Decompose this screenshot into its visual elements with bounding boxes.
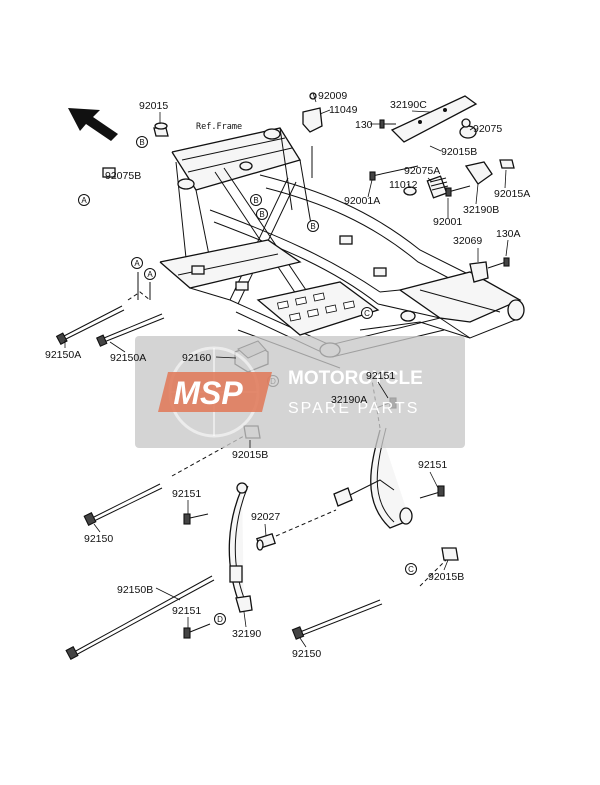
svg-text:A: A: [81, 196, 87, 205]
leader-92150A: [127, 272, 151, 301]
nut-92015B-low: [441, 547, 459, 561]
bolt-92151-right: [419, 485, 445, 499]
part-label: 92075B: [105, 170, 141, 182]
collar-92075: [459, 118, 477, 139]
collar-92027: [256, 509, 337, 551]
callout-a-1: A: [131, 257, 143, 269]
part-label: 92001: [433, 216, 462, 228]
svg-text:B: B: [310, 222, 315, 231]
part-label: 92160: [182, 352, 211, 364]
part-label: 92150A: [45, 349, 81, 361]
bolt-92150A-left: [55, 305, 125, 346]
part-label: 92150: [292, 648, 321, 660]
part-label: 92151: [172, 605, 201, 617]
part-label: 92151: [366, 370, 395, 382]
bracket-32069: [469, 257, 510, 283]
part-label: 92150: [84, 533, 113, 545]
part-label: 130: [355, 119, 373, 131]
bolt-92150B: [65, 575, 215, 661]
bolt-92150-left: [83, 435, 245, 526]
part-label: 92151: [172, 488, 201, 500]
ref-frame-label: Ref.Frame: [196, 122, 242, 132]
part-label: 11049: [329, 104, 358, 116]
watermark-logo: MSP: [173, 375, 243, 411]
svg-text:B: B: [253, 196, 258, 205]
part-label: 92075A: [404, 165, 440, 177]
svg-text:B: B: [259, 210, 264, 219]
svg-text:A: A: [134, 259, 140, 268]
watermark-brand-line1: MOTORCYCLE: [288, 368, 423, 389]
callout-d-low: D: [214, 613, 226, 625]
part-label: 32190C: [390, 99, 427, 111]
bolt-130: [379, 119, 396, 129]
part-label: 92015B: [441, 146, 477, 158]
part-label: 92027: [251, 511, 280, 523]
part-label: 92015: [139, 100, 168, 112]
cap-92075B: [102, 167, 116, 178]
part-label: 92150A: [110, 352, 146, 364]
upper-bracket-32190C: [390, 95, 478, 143]
bolt-92001: [445, 185, 471, 197]
part-label: 92015B: [232, 449, 268, 461]
bolt-92151-low: [183, 623, 211, 639]
nut-92015A: [499, 159, 515, 169]
part-label: 92001A: [344, 195, 380, 207]
part-label: 92009: [318, 90, 347, 102]
part-label: 32190A: [331, 394, 367, 406]
callout-c-low: C: [405, 563, 417, 575]
watermark-brand-line2: SPARE PARTS: [288, 400, 419, 417]
watermark: MSP MOTORCYCLE SPARE PARTS: [135, 336, 465, 448]
callout-a-2: A: [144, 268, 156, 280]
callout-b-frame-1: B: [250, 194, 262, 206]
part-label: 11012: [389, 179, 418, 191]
part-label: 32190: [232, 628, 261, 640]
guard-32190: [228, 482, 253, 613]
main-frame: [159, 127, 525, 369]
bolt-92150A-right: [95, 313, 165, 347]
bolt-92150-low: [291, 559, 447, 640]
part-label: 92150B: [117, 584, 153, 596]
svg-text:C: C: [408, 565, 414, 574]
washer-92075A: [403, 186, 417, 196]
direction-arrow-icon: [68, 108, 118, 141]
nut-92015: [153, 122, 169, 137]
svg-text:C: C: [364, 309, 370, 318]
part-label: 92015B: [428, 571, 464, 583]
bracket-32190B: [464, 161, 493, 185]
leader-lines: [64, 92, 509, 648]
bolt-92001A: [369, 165, 419, 181]
svg-text:A: A: [147, 270, 153, 279]
callout-b-frame-2: B: [256, 208, 268, 220]
callout-b-top: B: [136, 136, 148, 148]
part-label: 92015A: [494, 188, 530, 200]
part-label: 92075: [473, 123, 502, 135]
part-label: 32190B: [463, 204, 499, 216]
part-label: 32069: [453, 235, 482, 247]
bracket-11049: [302, 107, 323, 133]
bolt-92151-left: [183, 513, 209, 525]
svg-text:B: B: [139, 138, 144, 147]
bushing-11012: [426, 175, 449, 199]
callout-c-frame: C: [361, 307, 373, 319]
callout-b-frame-3: B: [307, 220, 319, 232]
callout-a-top: A: [78, 194, 90, 206]
part-label: 92151: [418, 459, 447, 471]
part-label: 130A: [496, 228, 521, 240]
svg-text:D: D: [217, 615, 223, 624]
